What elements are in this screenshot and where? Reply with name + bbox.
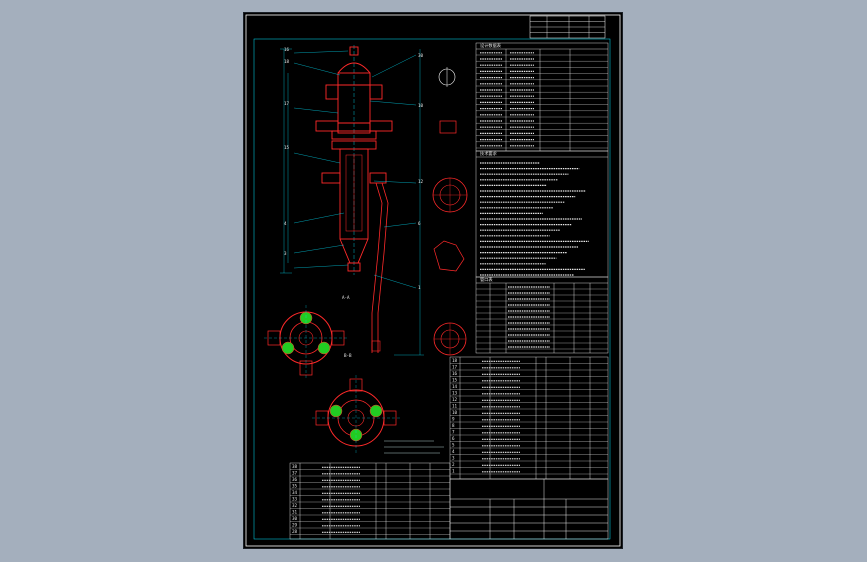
design-data-table bbox=[475, 42, 609, 152]
parts-list-right bbox=[449, 356, 609, 480]
part-number: 14 bbox=[452, 384, 458, 389]
nozzle-table bbox=[475, 276, 609, 354]
part-number: 18 bbox=[452, 358, 458, 363]
part-number: 37 bbox=[292, 471, 298, 476]
parts-list-bottom bbox=[289, 462, 451, 540]
section-label-a: A-A bbox=[342, 295, 350, 300]
outer-frame bbox=[245, 14, 621, 547]
part-number: 7 bbox=[452, 430, 455, 435]
balloon-4: 4 bbox=[284, 221, 287, 226]
balloon-10: 10 bbox=[418, 103, 424, 108]
tech-requirements-title: 技术要求 bbox=[480, 150, 498, 157]
part-number: 28 bbox=[292, 529, 298, 534]
part-number: 32 bbox=[292, 503, 298, 508]
plan-view-upper bbox=[264, 305, 348, 378]
part-number: 36 bbox=[292, 477, 298, 482]
part-number: 6 bbox=[452, 436, 455, 441]
balloon-17: 17 bbox=[284, 101, 290, 106]
balloon-1: 1 bbox=[418, 285, 421, 290]
part-number: 31 bbox=[292, 510, 298, 515]
balloon-6: 6 bbox=[418, 221, 421, 226]
title-block bbox=[449, 478, 609, 540]
plan-notes bbox=[384, 440, 444, 454]
balloon-12: 12 bbox=[418, 179, 424, 184]
part-number: 15 bbox=[452, 378, 458, 383]
part-number: 4 bbox=[452, 449, 455, 454]
balloon-16: 16 bbox=[284, 47, 290, 52]
tech-lines bbox=[480, 162, 589, 276]
part-number: 38 bbox=[292, 464, 298, 469]
detail-views bbox=[432, 67, 468, 356]
balloon-3: 3 bbox=[284, 251, 287, 256]
revision-block bbox=[529, 15, 606, 39]
part-number: 33 bbox=[292, 497, 298, 502]
part-number: 1 bbox=[452, 469, 455, 474]
part-number: 9 bbox=[452, 417, 455, 422]
drawing-sheet: 16 18 30 10 17 15 12 4 3 6 1 bbox=[244, 13, 622, 548]
part-number: 34 bbox=[292, 490, 298, 495]
part-number: 13 bbox=[452, 391, 458, 396]
balloon-30: 30 bbox=[418, 53, 424, 58]
part-number: 3 bbox=[452, 456, 455, 461]
part-number: 29 bbox=[292, 523, 298, 528]
part-number: 10 bbox=[452, 410, 458, 415]
section-label-b: B-B bbox=[344, 353, 352, 358]
balloon-labels: 16 18 30 10 17 15 12 4 3 6 1 bbox=[284, 47, 424, 290]
part-number: 30 bbox=[292, 516, 298, 521]
balloon-15: 15 bbox=[284, 145, 290, 150]
part-number: 17 bbox=[452, 365, 458, 370]
plan-view-lower bbox=[312, 375, 400, 453]
part-number: 8 bbox=[452, 423, 455, 428]
part-number: 16 bbox=[452, 371, 458, 376]
part-number: 12 bbox=[452, 397, 458, 402]
part-number: 5 bbox=[452, 443, 455, 448]
nozzle-table-title: 管口表 bbox=[480, 276, 493, 283]
cad-drawing: 16 18 30 10 17 15 12 4 3 6 1 bbox=[245, 14, 621, 547]
nozzle-rows bbox=[476, 286, 608, 350]
part-number: 35 bbox=[292, 484, 298, 489]
part-number: 2 bbox=[452, 462, 455, 467]
technical-requirements bbox=[475, 150, 609, 278]
balloon-18: 18 bbox=[284, 59, 290, 64]
design-table-title: 设计数据表 bbox=[480, 42, 502, 49]
vessel-elevation bbox=[315, 45, 393, 353]
part-number: 11 bbox=[452, 404, 458, 409]
leaders bbox=[280, 48, 424, 356]
design-table-rows bbox=[476, 52, 608, 149]
